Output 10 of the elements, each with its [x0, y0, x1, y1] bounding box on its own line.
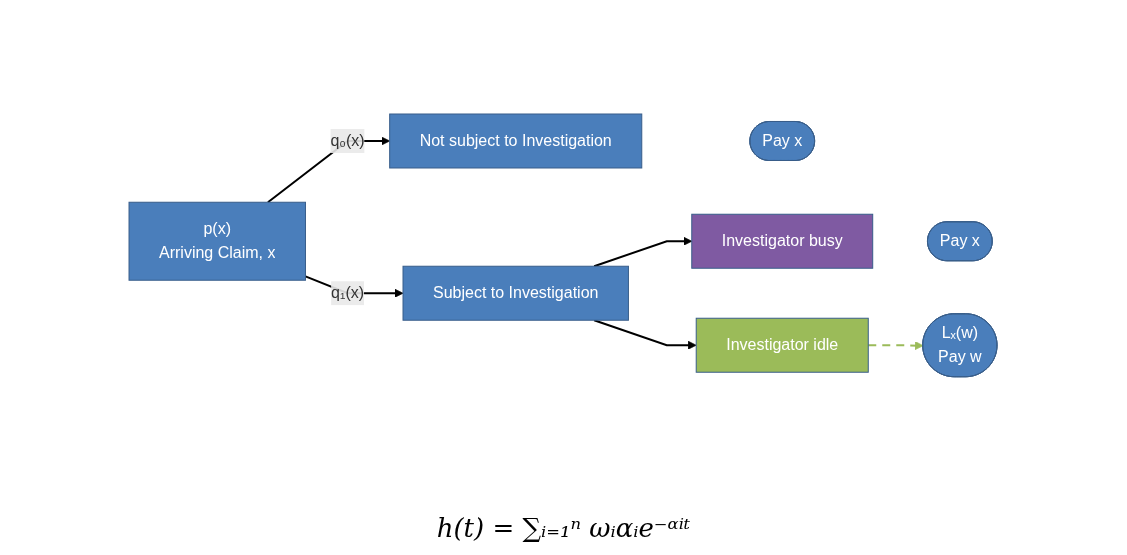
node-box: Subject to Investigation	[403, 265, 630, 321]
node-box: Not subject to Investigation	[389, 113, 643, 169]
arrow	[867, 340, 925, 350]
node-box: Investigator idle	[696, 317, 870, 373]
edge-label: q₁(x)	[331, 283, 365, 301]
node-box: p(x) Arriving Claim, x	[129, 201, 307, 281]
node-box: Investigator busy	[691, 213, 874, 269]
formula: h(t) = ∑ᵢ₌₁ⁿ ωᵢαᵢe⁻ᵅⁱᵗ	[436, 513, 691, 543]
edge-label: q₀(x)	[330, 131, 366, 149]
arrow	[593, 318, 698, 350]
